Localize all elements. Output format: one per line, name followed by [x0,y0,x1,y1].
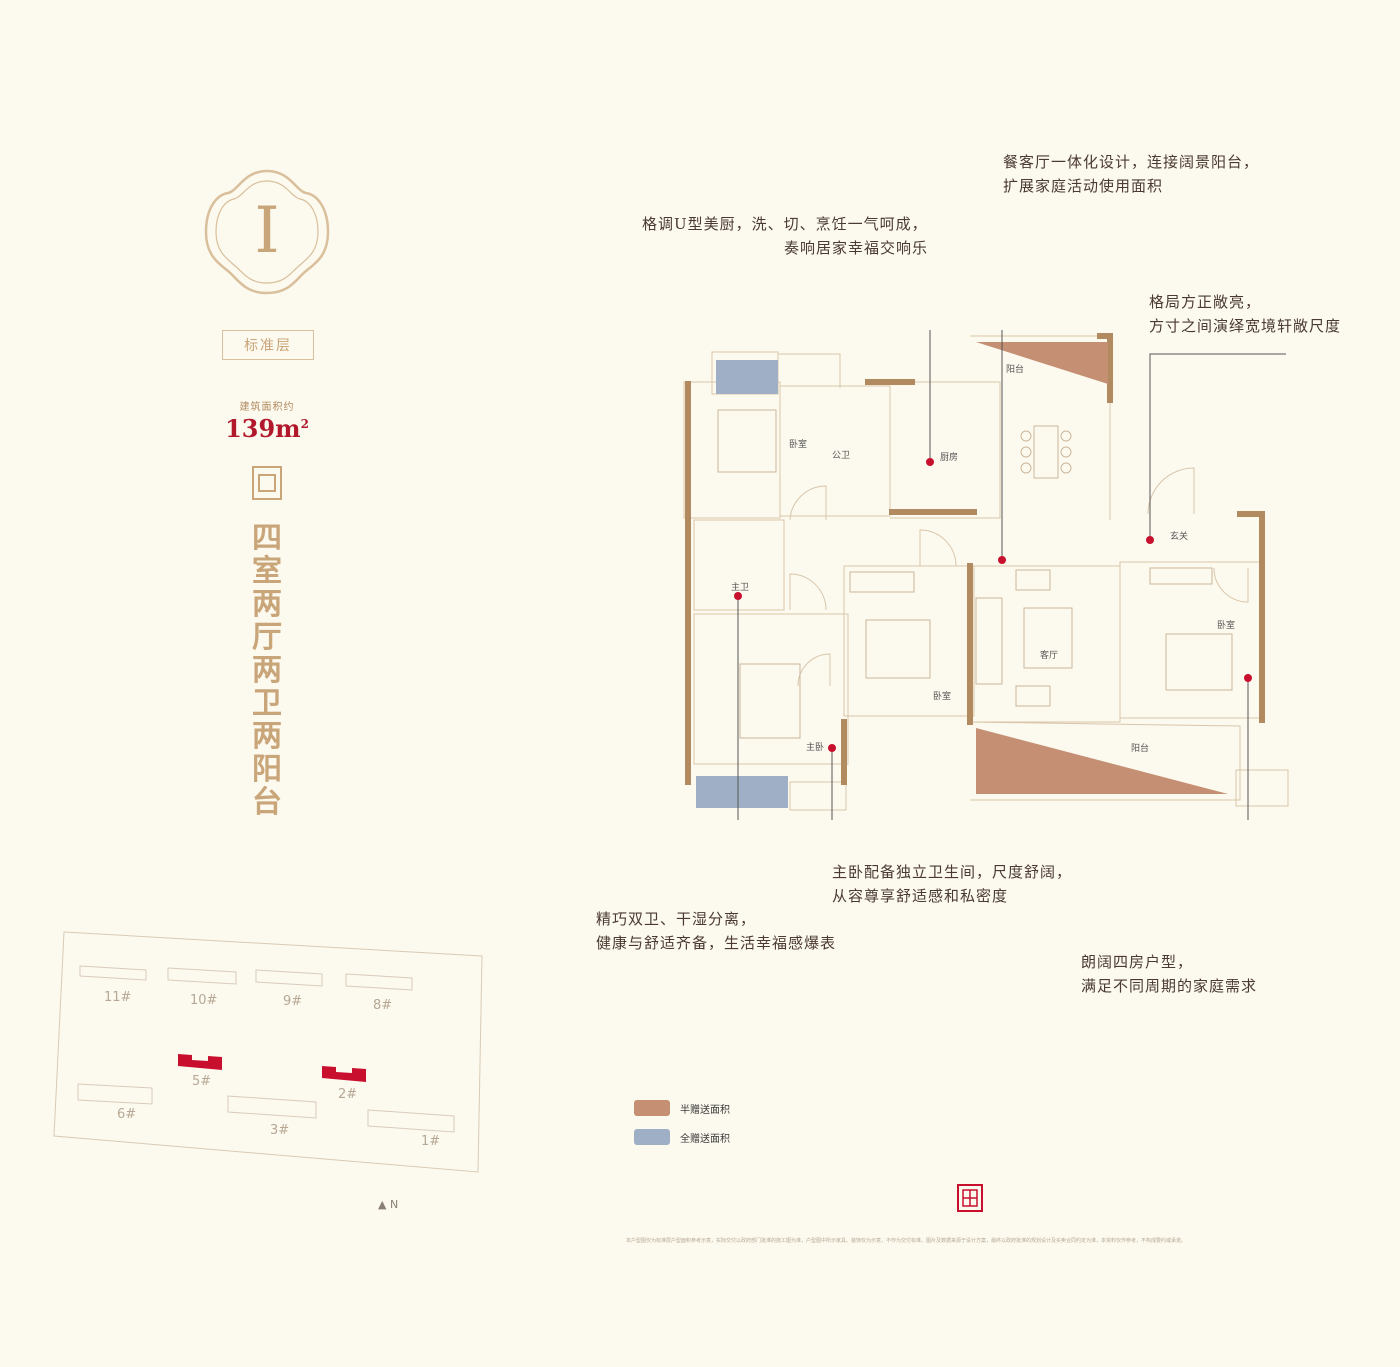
layout-char: 台 [252,785,282,820]
half-gift-area-bottom [976,728,1228,794]
legend-label: 半赠送面积 [680,1104,730,1116]
floor-label: 标准层 [244,338,292,354]
callout-dining: 餐客厅一体化设计，连接阔景阳台， 扩展家庭活动使用面积 [1003,150,1259,198]
area-number: 139m [225,414,301,443]
floor-plan [683,330,1289,820]
legend-half-gift: 半赠送面积 [634,1100,730,1116]
callout-line: 餐客厅一体化设计，连接阔景阳台， [1003,153,1260,171]
legend-full-gift: 全赠送面积 [634,1129,730,1145]
callout-line: 朗阔四房户型， [1081,953,1194,971]
building-label: 2# [338,1087,358,1102]
floor-label-box: 标准层 [222,330,314,360]
room-label: 客厅 [1040,651,1059,661]
badge-numeral: I [254,194,280,268]
room-label: 玄关 [1170,532,1189,542]
area-value: 139m2 [200,414,334,443]
quatrefoil-badge-icon [204,169,330,295]
callout-line: 扩展家庭活动使用面积 [1003,177,1164,195]
room-label: 厨房 [940,453,959,463]
layout-char: 两 [252,719,282,754]
layout-char: 厅 [252,620,282,655]
callout-kitchen: 格调U型美厨，洗、切、烹饪一气呵成， 奏响居家幸福交响乐 [642,212,928,260]
callout-line: 精巧双卫、干湿分离， [596,910,757,928]
building-label: 11# [104,990,132,1005]
callout-line: 格局方正敞亮， [1149,293,1262,311]
full-gift-area-bottom [696,776,788,808]
north-label: N [389,1198,399,1211]
disclaimer: 本户型图仅为标准层户型面积参考示意，实际交付以政府部门批准的施工图为准，户型图中… [626,1238,1187,1244]
room-label: 卧室 [933,692,952,702]
building-label: 8# [373,998,393,1013]
room-label: 主卧 [806,743,825,753]
layout-char: 阳 [252,752,282,787]
callout-line: 方寸之间演绎宽境轩敞尺度 [1149,317,1342,335]
room-label: 公卫 [832,451,851,461]
callout-line: 格调U型美厨，洗、切、烹饪一气呵成， [642,215,928,233]
half-gift-area-top [976,342,1108,384]
area-superscript: 2 [300,417,309,431]
callout-line: 满足不同周期的家庭需求 [1081,977,1258,995]
callout-layout: 格局方正敞亮， 方寸之间演绎宽境轩敞尺度 [1149,290,1341,338]
legend-swatch [634,1100,670,1116]
layout-char: 两 [252,653,282,688]
building-label: 10# [190,993,218,1008]
legend-label: 全赠送面积 [680,1133,730,1145]
seal-divider-icon [252,466,282,500]
legend-swatch [634,1129,670,1145]
room-label: 主卫 [731,583,750,593]
building-label: 1# [421,1134,441,1149]
building-label: 3# [270,1123,290,1138]
red-seal-stamp-icon [957,1184,983,1212]
room-label: 阳台 [1006,365,1025,375]
room-label: 卧室 [1217,621,1236,631]
site-plan [53,931,483,1173]
building-label: 6# [117,1107,137,1122]
north-arrow-icon: ▲ [378,1198,387,1211]
building-label: 9# [283,994,303,1009]
room-label: 卧室 [789,440,808,450]
area-label: 建筑面积约 [239,402,295,413]
room-label: 阳台 [1131,744,1150,754]
layout-char: 室 [252,554,282,589]
callout-bath: 精巧双卫、干湿分离， 健康与舒适齐备，生活幸福感爆表 [596,907,836,955]
layout-char: 两 [252,587,282,622]
callout-four-room: 朗阔四房户型， 满足不同周期的家庭需求 [1081,950,1257,998]
layout-char: 卫 [252,686,282,721]
layout-name-vertical: 四 室 两 厅 两 卫 两 阳 台 [247,522,287,819]
north-indicator: ▲ N [378,1198,398,1211]
callout-line: 健康与舒适齐备，生活幸福感爆表 [596,934,837,952]
callout-master: 主卧配备独立卫生间，尺度舒阔， 从容尊享舒适感和私密度 [832,860,1072,908]
callout-line: 从容尊享舒适感和私密度 [832,887,1009,905]
layout-char: 四 [252,521,282,556]
callout-line: 奏响居家幸福交响乐 [784,239,929,257]
building-label: 5# [192,1074,212,1089]
full-gift-area-top [716,360,778,394]
callout-line: 主卧配备独立卫生间，尺度舒阔， [832,863,1073,881]
